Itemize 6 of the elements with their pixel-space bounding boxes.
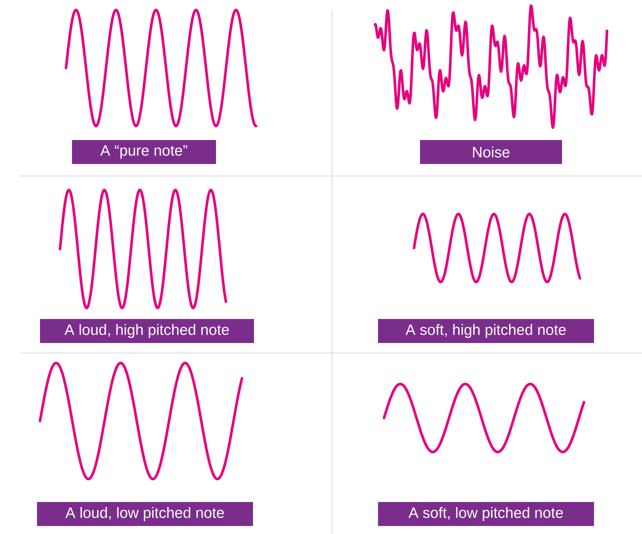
label-box: A soft, high pitched note bbox=[378, 319, 594, 343]
label-box: A loud, high pitched note bbox=[40, 319, 254, 343]
label-box: A soft, low pitched note bbox=[378, 502, 594, 526]
label-box: A loud, low pitched note bbox=[37, 502, 253, 526]
label-box: A “pure note” bbox=[72, 140, 216, 164]
label-box: Noise bbox=[420, 140, 562, 164]
